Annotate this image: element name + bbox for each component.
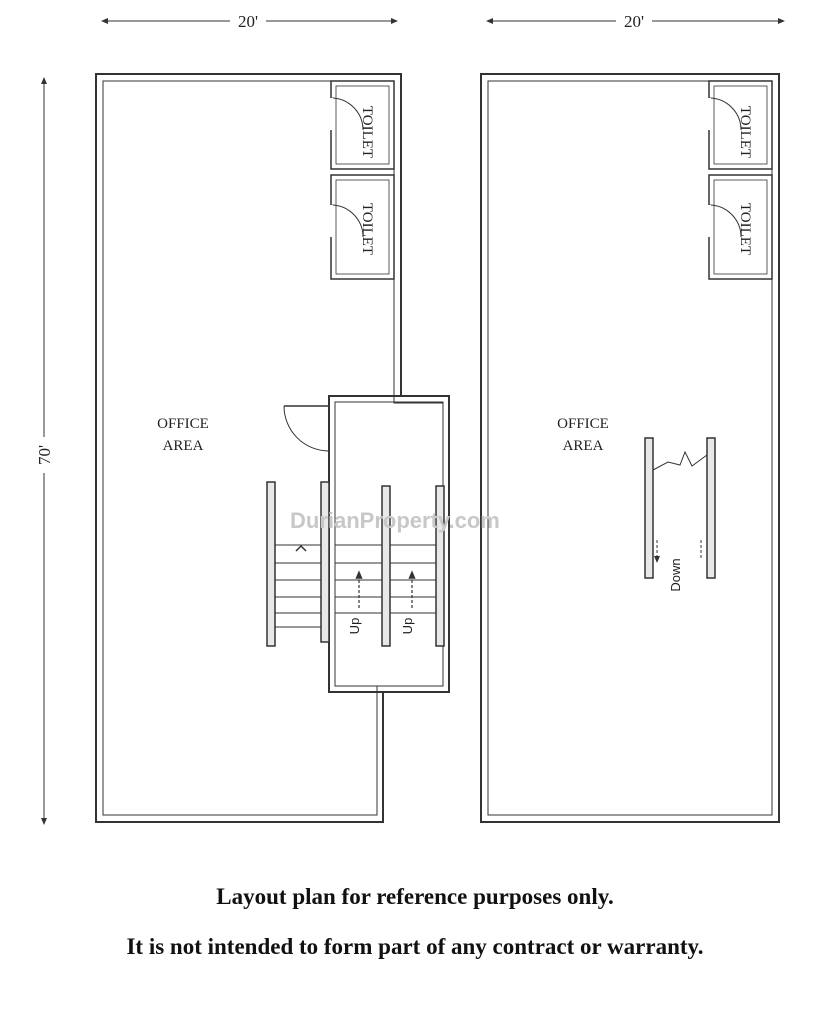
toilet-right-bottom (707, 174, 773, 280)
office-area-label-right-1: OFFICE (557, 416, 609, 432)
toilet-label-left-top: TOILET (359, 106, 375, 158)
right-floor-plan (480, 73, 780, 823)
depth-label: 70' (35, 445, 54, 465)
stair-up-label-b: Up (400, 618, 415, 635)
stair-up-label-a: Up (347, 618, 362, 635)
office-area-label-right-2: AREA (563, 438, 604, 454)
toilet-label-right-top: TOILET (737, 106, 753, 158)
dimension-width-left: 20' (101, 11, 398, 31)
stair-core-left (266, 395, 450, 693)
toilet-left-bottom (329, 174, 395, 280)
office-area-label-left-1: OFFICE (157, 416, 209, 432)
stair-down-label: Down (668, 558, 683, 591)
stair-opening-right (644, 437, 716, 579)
caption-line-2: It is not intended to form part of any c… (126, 934, 704, 959)
watermark: DurianProperty.com (290, 508, 500, 533)
toilet-label-right-bottom: TOILET (737, 203, 753, 255)
left-floor-plan (95, 73, 450, 823)
toilet-left-top (329, 80, 395, 170)
dimension-depth: 70' (34, 77, 54, 825)
office-area-label-left-2: AREA (163, 438, 204, 454)
dimension-width-right: 20' (486, 11, 785, 31)
width-label-left: 20' (238, 12, 258, 31)
width-label-right: 20' (624, 12, 644, 31)
toilet-right-top (707, 80, 773, 170)
toilet-label-left-bottom: TOILET (359, 203, 375, 255)
caption-line-1: Layout plan for reference purposes only. (216, 884, 614, 909)
